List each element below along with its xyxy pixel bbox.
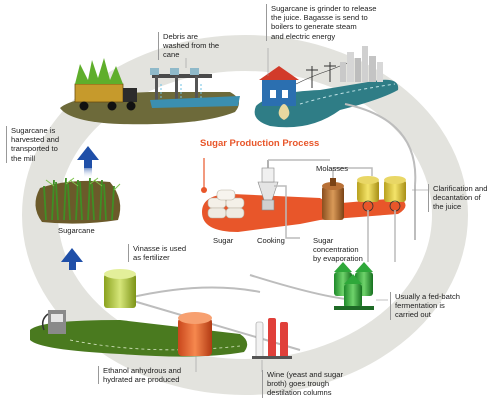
caption-sugar: Sugar	[213, 236, 234, 245]
caption-clarification: Clarification and decantation of the jui…	[428, 184, 487, 212]
caption-cooking: Cooking	[257, 236, 285, 245]
flow-arrow-icon	[61, 248, 83, 270]
cooking-vessel-icon	[257, 159, 330, 239]
fuel-pump-icon	[41, 310, 66, 334]
clarifier-tank-icon	[357, 176, 379, 212]
caption-grinder: Sugarcane is grinder to release the juic…	[266, 4, 377, 41]
truck-icon	[74, 58, 137, 111]
sugar-bags-icon	[207, 189, 245, 219]
sugar-process-plate	[201, 158, 406, 232]
caption-debris: Debris are washed from the cane	[158, 32, 219, 60]
caption-ethanol: Ethanol anhydrous and hydrated are produ…	[98, 366, 181, 385]
clarifier-tank-icon	[384, 176, 406, 212]
caption-vinasse: Vinasse is used as fertilizer	[128, 244, 186, 263]
caption-sugarcane: Sugarcane	[58, 226, 95, 235]
caption-molasses: Molasses	[316, 164, 349, 173]
vinasse-tank-icon	[104, 269, 136, 308]
flow-arrow-icon	[77, 146, 99, 178]
washing-station-icon	[150, 68, 240, 108]
molasses-pipe	[332, 167, 396, 262]
mill-building-icon	[259, 66, 299, 120]
fermentation-tanks-icon	[334, 262, 374, 310]
process-title: Sugar Production Process	[200, 138, 320, 149]
city-skyline-icon	[340, 46, 383, 82]
caption-fed-batch: Usually a fed-batch fermentation is carr…	[390, 292, 460, 320]
ethanol-tank-icon	[178, 312, 212, 356]
caption-harvest: Sugarcane is harvested and transported t…	[6, 126, 59, 163]
caption-wine: Wine (yeast and sugar broth) goes trough…	[262, 370, 343, 398]
sugarcane-field-icon	[35, 177, 121, 224]
caption-concentration: Sugar concentration by evaporation	[313, 236, 363, 264]
evaporator-tank-icon	[322, 178, 344, 220]
distillation-columns-icon	[252, 318, 292, 359]
mill-plate	[254, 79, 399, 128]
